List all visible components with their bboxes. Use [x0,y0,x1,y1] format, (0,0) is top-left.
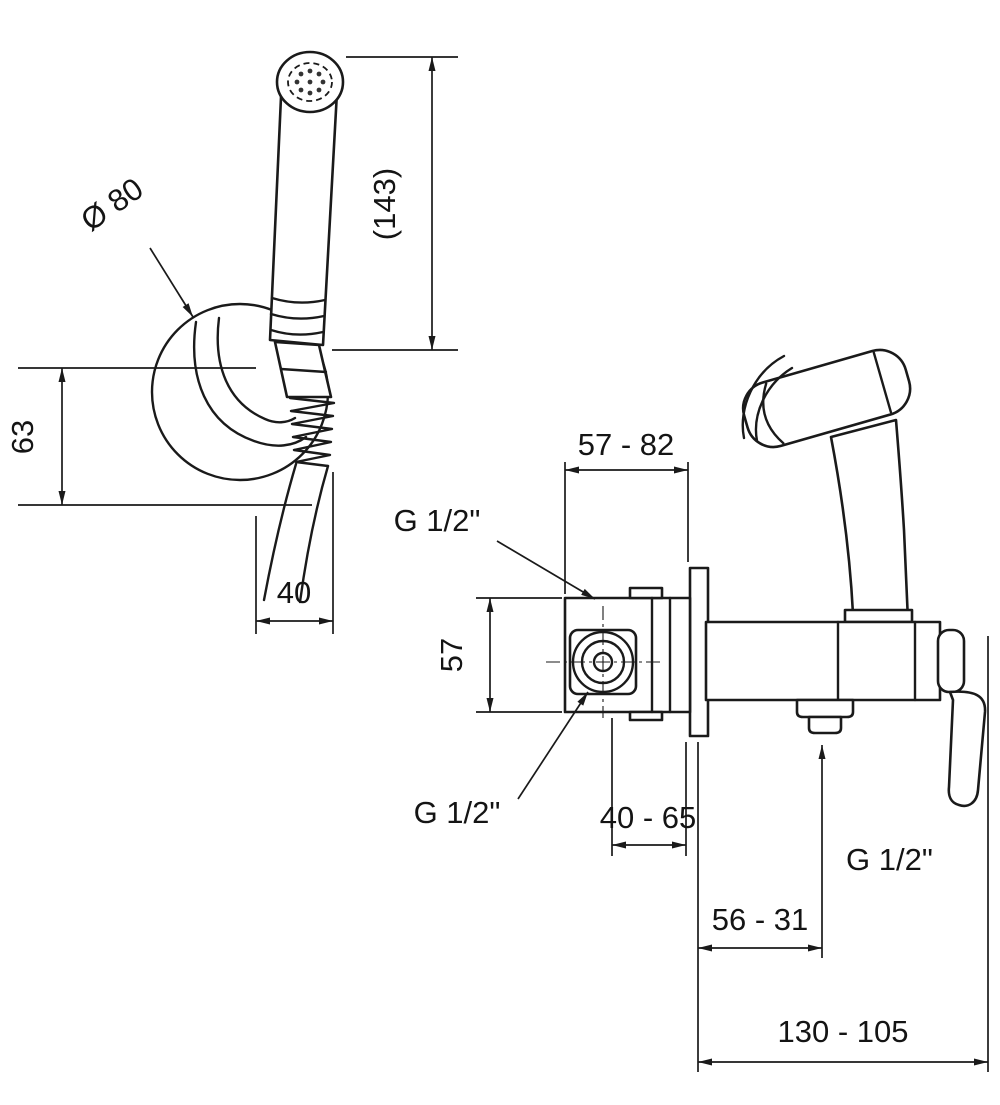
dimension-56-31: 56 - 31 [697,742,822,1072]
sprayer-head-side [741,348,912,449]
shower-hose-right-line [298,464,330,604]
thread-callout-top: G 1/2" [394,503,596,600]
dimension-130-105: 130 - 105 [698,636,989,1072]
mixer-lever-handle [947,690,987,808]
dim-dia80-label: Ø 80 [74,171,149,238]
handle-grip-line [269,328,325,336]
sprayer-head-body [741,348,912,449]
dimension-40: 40 [255,472,334,634]
thread-bottom-label: G 1/2" [846,842,933,877]
holder-hook-inner [216,316,297,424]
leader-line [496,540,596,600]
handle-grip-line [270,296,327,304]
thread-callout-side: G 1/2" [414,691,589,830]
handle-grip-line [269,312,326,320]
dimension-57: 57 [434,597,562,713]
spray-trigger-inner [754,366,794,443]
sprayer-head-dashed-ring [287,62,333,102]
dim-57-82-label: 57 - 82 [578,427,675,462]
thread-callout-bottom: G 1/2" [818,745,933,958]
spray-trigger-outer [741,354,786,440]
dim-40-label: 40 [277,575,311,610]
thread-side-label: G 1/2" [414,795,501,830]
sprayer-grip [829,418,910,624]
bottom-port-disc [795,698,855,719]
holder-collar [843,608,914,624]
bottom-port-stub [807,715,843,735]
dim-63-label: 63 [5,420,40,454]
inlet-port-inner-circle [592,651,614,673]
body-end-cap [936,628,966,694]
dim-130-105-label: 130 - 105 [778,1014,909,1049]
holder-hook-outer [192,320,308,447]
thread-top-label: G 1/2" [394,503,481,538]
dim-40-65-label: 40 - 65 [600,800,697,835]
dimension-143: (143) [332,56,458,351]
hose-nut-ring-line [279,367,328,374]
leader-line [517,691,589,800]
sprayer-face-line [762,382,785,445]
valve-bottom-step [628,710,664,722]
dimension-40-65: 40 - 65 [600,718,697,856]
dimension-57-82: 57 - 82 [564,427,689,594]
dim-143-label: (143) [367,168,402,240]
valve-top-step [628,586,664,600]
side-view [546,348,987,808]
shower-hose-left-line [262,462,298,602]
mixer-body [704,620,942,702]
dimensions: (143) Ø 80 63 40 57 - 82 [5,56,989,1072]
sprayer-handle [268,90,339,347]
spray-nozzle-holes [294,68,326,96]
leader-line [149,247,194,318]
hose-spring-coil [288,396,336,468]
sprayer-cap-line [872,351,893,414]
dim-56-31-label: 56 - 31 [712,902,809,937]
dim-57-label: 57 [434,638,469,672]
dimension-63: 63 [5,367,312,506]
dimension-dia80: Ø 80 [74,171,194,318]
front-view [150,50,345,604]
